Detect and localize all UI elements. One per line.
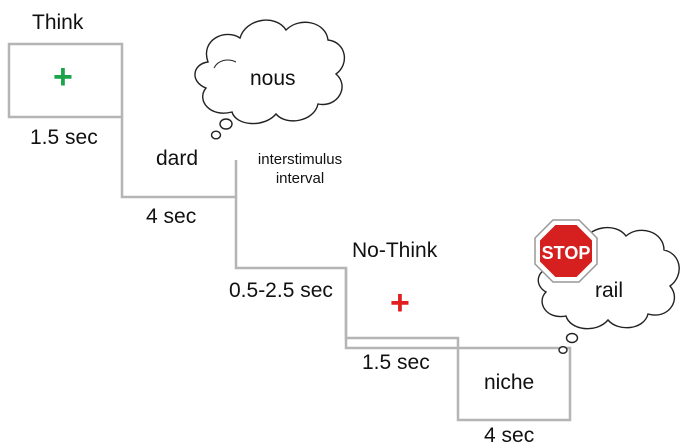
think-heading: Think xyxy=(32,11,84,34)
nothink-thought-word: rail xyxy=(595,279,624,302)
think-cloud-bubble-large xyxy=(219,118,233,130)
nothink-cue-word: niche xyxy=(484,371,535,394)
nothink-cue-duration: 4 sec xyxy=(484,424,535,447)
isi-label-line1: interstimulus xyxy=(257,151,343,168)
nothink-cross-duration: 1.5 sec xyxy=(362,351,430,374)
think-cross-duration: 1.5 sec xyxy=(30,126,98,149)
isi-label-line2: interval xyxy=(275,169,325,187)
stop-sign-text: STOP xyxy=(542,243,591,263)
think-cloud-bubble-small xyxy=(210,130,222,140)
nothink-cloud-bubble-large xyxy=(565,332,579,344)
timeline-steps xyxy=(120,117,572,422)
timeline-staircase xyxy=(7,42,572,422)
nothink-heading: No-Think xyxy=(352,239,438,262)
cloud-sketch-line xyxy=(213,59,237,69)
nothink-fixation-cross: + xyxy=(390,284,410,322)
think-cue-duration: 4 sec xyxy=(146,205,197,228)
think-cloud-shape xyxy=(194,19,346,125)
isi-duration: 0.5-2.5 sec xyxy=(229,279,333,302)
think-cue-word: dard xyxy=(156,147,199,170)
nothink-cross-screen xyxy=(344,268,460,348)
think-thought-cloud xyxy=(194,19,346,140)
isi-label: interstimulus interval xyxy=(240,151,360,189)
think-cross-screen xyxy=(7,42,124,119)
think-thought-word: nous xyxy=(250,67,296,90)
think-fixation-cross: + xyxy=(53,58,73,96)
nothink-cloud-bubble-small xyxy=(558,346,568,355)
stop-sign-icon: STOP xyxy=(534,219,598,283)
